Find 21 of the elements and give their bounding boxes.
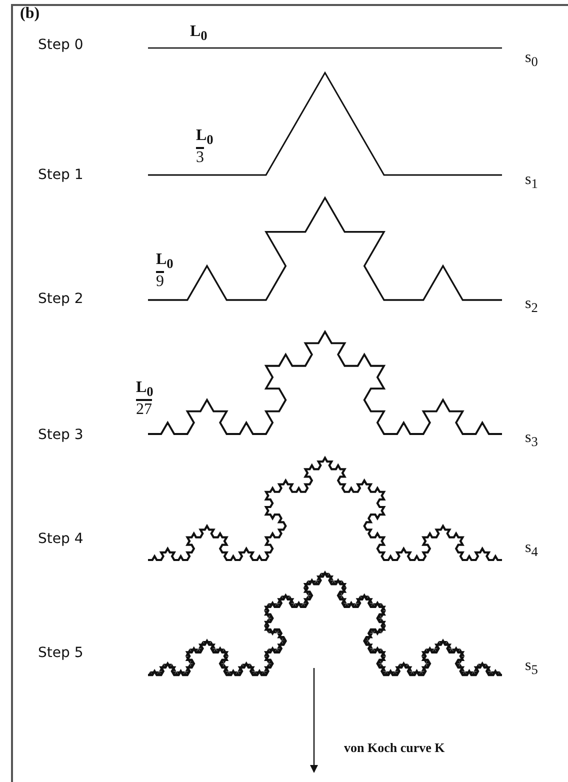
stage-label: s$_{1}$ <box>525 172 538 191</box>
length-label: L$_{0}$ <box>190 24 208 43</box>
fraction-numerator: L$_{0}$ <box>156 252 174 271</box>
step-label: Step 5 <box>38 646 84 660</box>
step-label: Step 1 <box>38 168 84 182</box>
step-label: Step 0 <box>38 38 84 52</box>
stage-label: s$_{0}$ <box>525 50 538 69</box>
step-label: Step 4 <box>38 532 84 546</box>
fraction-denominator: 3 <box>196 147 204 166</box>
stage-label: s$_{4}$ <box>525 540 538 559</box>
stage-label: s$_{3}$ <box>525 430 538 449</box>
stage-label: s$_{2}$ <box>525 296 538 315</box>
step-label: Step 2 <box>38 292 84 306</box>
fraction-numerator: L$_{0}$ <box>136 380 154 399</box>
fraction-denominator: 9 <box>156 271 164 290</box>
fraction-denominator: 27 <box>136 399 152 418</box>
fraction-numerator: L$_{0}$ <box>196 128 214 147</box>
stage-label: s$_{5}$ <box>525 658 538 677</box>
curve-label: von Koch curve K <box>344 741 445 754</box>
panel-label: (b) <box>20 6 40 22</box>
step-label: Step 3 <box>38 428 84 442</box>
